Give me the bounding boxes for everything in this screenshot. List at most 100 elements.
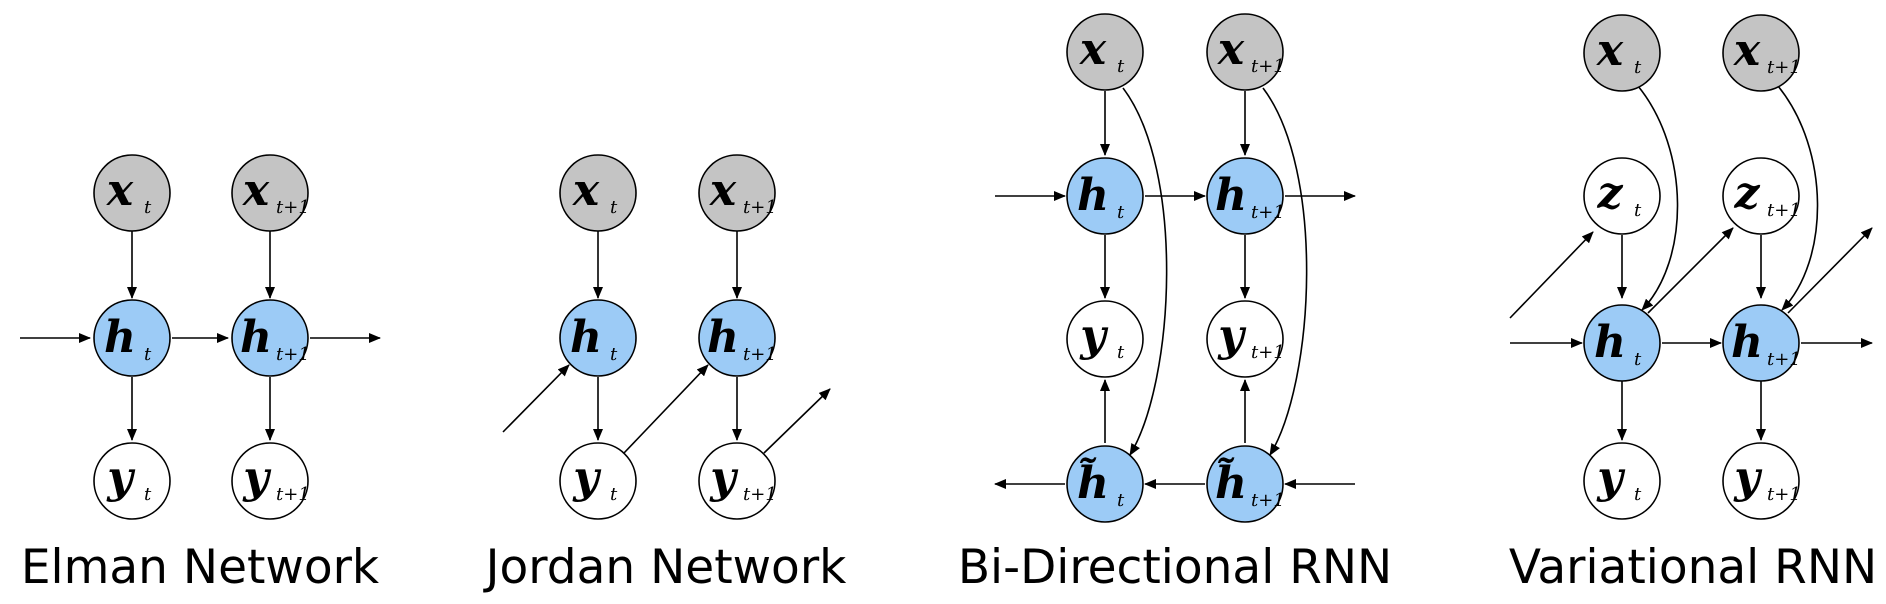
node-label: h̃ (1215, 456, 1247, 509)
node-jordan-yt: y t (559, 442, 637, 520)
edge-var-xt1-ht1 (1777, 85, 1819, 311)
node-subscript: t+1 (1767, 57, 1801, 78)
node-subscript: t (610, 484, 618, 505)
node-jordan-xt1: x t+1 (698, 154, 777, 232)
node-label: y (106, 452, 136, 503)
node-bi-ht: h t (1066, 157, 1144, 235)
node-subscript: t (1117, 202, 1125, 223)
node-jordan-ht1: h t+1 (698, 299, 777, 377)
node-label: h (570, 312, 602, 363)
node-label: z (1597, 168, 1624, 219)
node-elman-yt1: y t+1 (231, 442, 310, 520)
node-label: z (1734, 168, 1761, 219)
caption-variational: Variational RNN (1509, 540, 1877, 595)
caption-elman: Elman Network (21, 540, 380, 595)
node-label: h (1731, 317, 1763, 368)
node-subscript: t+1 (1767, 349, 1801, 370)
node-subscript: t (1634, 57, 1642, 78)
edge-var-ht-zt1 (1647, 227, 1734, 314)
node-subscript: t (144, 344, 152, 365)
node-label: x (572, 165, 600, 216)
node-subscript: t+1 (743, 197, 777, 218)
jordan-network: x t x t+1 h t h t+1 y t y t+1 Jordan Net (483, 154, 847, 595)
node-label: y (1217, 310, 1247, 361)
node-label: h (104, 312, 136, 363)
node-label: y (1079, 310, 1109, 361)
node-subscript: t (1634, 484, 1642, 505)
node-bi-yt1: y t+1 (1206, 300, 1285, 378)
node-subscript: t+1 (1251, 202, 1285, 223)
edge-var-xt-ht (1637, 85, 1679, 311)
node-elman-xt: x t (93, 154, 171, 232)
node-jordan-ht: h t (559, 299, 637, 377)
node-var-yt1: y t+1 (1722, 442, 1801, 520)
node-subscript: t+1 (743, 344, 777, 365)
node-subscript: t (1634, 200, 1642, 221)
node-label: x (242, 165, 270, 216)
node-subscript: t (1634, 349, 1642, 370)
node-label: x (106, 165, 134, 216)
node-label: h (707, 312, 739, 363)
node-subscript: t (610, 197, 618, 218)
node-label: y (572, 452, 602, 503)
node-label: h (1594, 317, 1626, 368)
bidirectional-rnn: x t x t+1 h t h t+1 y t y t+1 (958, 13, 1392, 595)
node-elman-yt: y t (93, 442, 171, 520)
node-subscript: t+1 (1251, 490, 1285, 511)
node-label: h (1215, 170, 1247, 221)
node-label: x (709, 165, 737, 216)
node-bi-yt: y t (1066, 300, 1144, 378)
node-bi-xt: x t (1066, 13, 1144, 91)
node-subscript: t+1 (1251, 342, 1285, 363)
node-label: y (1733, 452, 1763, 503)
node-label: x (1079, 24, 1107, 75)
node-label: h (240, 312, 272, 363)
edge-var-in-zt (1509, 231, 1594, 319)
node-bi-xt1: x t+1 (1206, 13, 1285, 91)
node-label: y (1596, 452, 1626, 503)
edge-bi-xt-htilde (1122, 87, 1168, 456)
node-var-xt1: x t+1 (1722, 14, 1801, 92)
node-jordan-yt1: y t+1 (698, 442, 777, 520)
node-var-zt: z t (1583, 157, 1661, 235)
node-subscript: t+1 (1251, 56, 1285, 77)
node-label: h (1077, 170, 1109, 221)
variational-rnn: x t x t+1 z t z t+1 h t h t+1 (1509, 14, 1877, 595)
node-subscript: t (610, 344, 618, 365)
node-subscript: t+1 (276, 344, 310, 365)
node-bi-htilde-t1: h̃ t+1 (1206, 445, 1285, 523)
node-label: h̃ (1077, 456, 1109, 509)
caption-bidirectional: Bi-Directional RNN (958, 540, 1392, 595)
node-subscript: t+1 (276, 197, 310, 218)
node-subscript: t (1117, 490, 1125, 511)
node-var-yt: y t (1583, 442, 1661, 520)
elman-network: x t x t+1 h t h t+1 y t y t+1 Elman Netw (20, 154, 381, 595)
node-var-zt1: z t+1 (1722, 157, 1801, 235)
node-label: y (709, 452, 739, 503)
edge-jordan-in-ht (502, 364, 570, 433)
node-bi-htilde-t: h̃ t (1066, 445, 1144, 523)
node-bi-ht1: h t+1 (1206, 157, 1285, 235)
edge-jordan-yt-ht1 (623, 364, 709, 454)
node-var-ht: h t (1583, 304, 1661, 382)
node-subscript: t (144, 197, 152, 218)
node-var-ht1: h t+1 (1722, 304, 1801, 382)
caption-jordan: Jordan Network (483, 540, 847, 595)
node-subscript: t (144, 484, 152, 505)
node-subscript: t+1 (1767, 200, 1801, 221)
edge-bi-xt1-htilde1 (1262, 87, 1308, 456)
node-label: x (1733, 25, 1761, 76)
edge-jordan-yt1-out (763, 388, 831, 454)
node-subscript: t+1 (1767, 484, 1801, 505)
node-elman-ht: h t (93, 299, 171, 377)
node-label: y (242, 452, 272, 503)
node-jordan-xt: x t (559, 154, 637, 232)
node-subscript: t (1117, 342, 1125, 363)
node-subscript: t+1 (276, 484, 310, 505)
node-label: x (1217, 24, 1245, 75)
node-label: x (1596, 25, 1624, 76)
node-subscript: t (1117, 56, 1125, 77)
node-elman-xt1: x t+1 (231, 154, 310, 232)
node-elman-ht1: h t+1 (231, 299, 310, 377)
